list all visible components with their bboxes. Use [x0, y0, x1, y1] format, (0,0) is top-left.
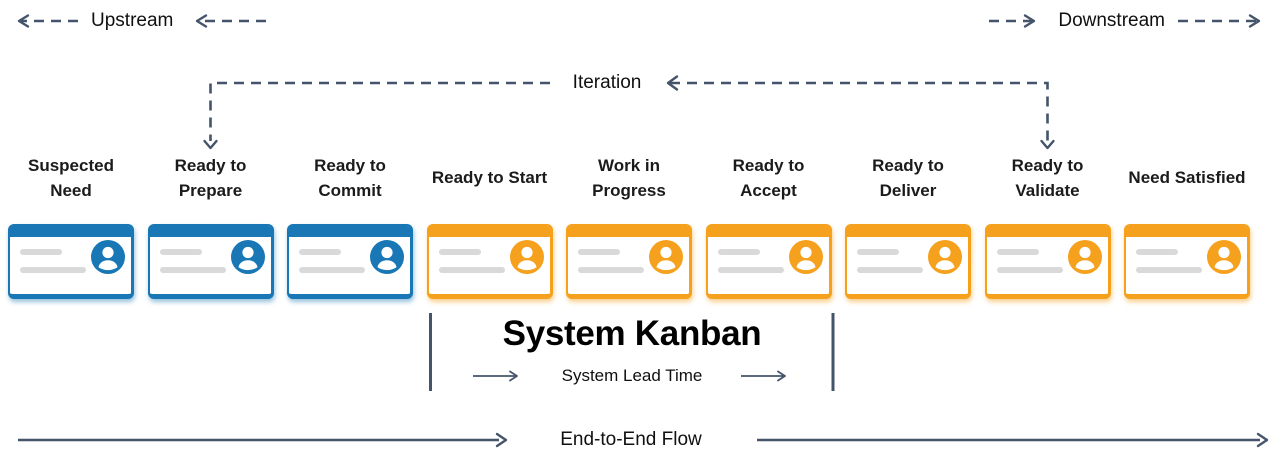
card-text-placeholder: [438, 249, 481, 255]
card-text-placeholder: [857, 267, 923, 273]
kanban-card: [845, 224, 971, 299]
kanban-card: [287, 224, 413, 299]
stage-label: Work in Progress: [592, 155, 666, 201]
downstream-group: Downstream: [989, 10, 1270, 32]
card-text-placeholder: [438, 267, 505, 273]
card-header-bar: [428, 226, 550, 237]
user-avatar-icon: [928, 240, 962, 274]
arrow-right-icon: [1256, 432, 1269, 448]
stage-column: Ready to Start: [426, 152, 553, 299]
kanban-card: [426, 224, 553, 299]
card-text-placeholder: [1136, 249, 1178, 255]
stage-column: Ready to Commit: [287, 152, 413, 299]
dashed-arrow-left-icon: [196, 14, 267, 28]
stage-column: Ready to Validate: [984, 152, 1111, 299]
kanban-card: [984, 224, 1111, 299]
system-kanban-title: System Kanban: [502, 314, 762, 353]
upstream-group: Upstream: [8, 10, 267, 32]
card-header-bar: [149, 226, 271, 237]
card-text-placeholder: [1136, 267, 1202, 273]
card-text-placeholder: [717, 249, 760, 255]
stage-label: Ready to Commit: [314, 155, 386, 201]
card-header-bar: [986, 226, 1108, 237]
stage-label: Ready to Start: [431, 168, 548, 188]
card-header-bar: [847, 226, 968, 237]
kanban-card: [1124, 224, 1250, 299]
kanban-card: [705, 224, 832, 299]
card-text-placeholder: [717, 267, 784, 273]
user-avatar-icon: [649, 240, 683, 274]
kanban-card: [8, 224, 134, 299]
card-text-placeholder: [996, 267, 1063, 273]
stage-label: Ready to Deliver: [872, 155, 944, 201]
card-text-placeholder: [299, 267, 365, 273]
card-header-bar: [568, 226, 689, 237]
card-text-placeholder: [299, 249, 341, 255]
iteration-label: Iteration: [572, 72, 642, 93]
arrow-right-icon: [741, 370, 787, 382]
user-avatar-icon: [1207, 240, 1241, 274]
card-header-bar: [1126, 226, 1247, 237]
stage-column: Need Satisfied: [1124, 152, 1250, 299]
user-avatar-icon: [370, 240, 404, 274]
arrow-right-icon: [472, 370, 518, 382]
dashed-arrow-left-icon: [17, 14, 78, 28]
stage-label: Need Satisfied: [1128, 168, 1246, 188]
upstream-label: Upstream: [91, 10, 174, 31]
stage-column: Suspected Need: [8, 152, 134, 299]
dashed-arrow-right-icon: [1178, 14, 1261, 28]
card-text-placeholder: [20, 249, 62, 255]
user-avatar-icon: [788, 240, 823, 274]
arrow-down-icon: [203, 139, 218, 150]
stage-row: Suspected Need Ready to Prepare Re: [8, 152, 1250, 299]
card-text-placeholder: [857, 249, 899, 255]
stage-column: Ready to Deliver: [845, 152, 971, 299]
system-lead-time-label: System Lead Time: [561, 366, 703, 385]
downstream-label: Downstream: [1058, 10, 1165, 31]
card-text-placeholder: [578, 267, 644, 273]
stage-label: Suspected Need: [28, 155, 114, 201]
card-header-bar: [289, 226, 410, 237]
stage-column: Work in Progress: [566, 152, 692, 299]
kanban-card: [566, 224, 692, 299]
iteration-line-right: [670, 81, 1049, 141]
stage-label: Ready to Prepare: [174, 155, 247, 201]
stage-column: Ready to Prepare: [147, 152, 274, 299]
card-text-placeholder: [159, 249, 202, 255]
card-text-placeholder: [159, 267, 226, 273]
kanban-card: [147, 224, 274, 299]
stage-column: Ready to Accept: [705, 152, 832, 299]
system-lead-time-row: System Lead Time: [430, 366, 834, 386]
stage-label: Ready to Validate: [1011, 155, 1084, 201]
card-header-bar: [707, 226, 829, 237]
card-text-placeholder: [578, 249, 620, 255]
arrow-left-icon: [666, 75, 679, 91]
user-avatar-icon: [509, 240, 544, 274]
arrow-down-icon: [1040, 139, 1055, 150]
user-avatar-icon: [1067, 240, 1102, 274]
card-text-placeholder: [20, 267, 86, 273]
card-text-placeholder: [996, 249, 1039, 255]
user-avatar-icon: [230, 240, 265, 274]
user-avatar-icon: [91, 240, 125, 274]
end-to-end-flow-label: End-to-End Flow: [560, 429, 702, 450]
stage-label: Ready to Accept: [732, 155, 805, 201]
dashed-arrow-right-icon: [989, 14, 1036, 28]
card-header-bar: [10, 226, 131, 237]
iteration-line-left: [209, 81, 550, 141]
